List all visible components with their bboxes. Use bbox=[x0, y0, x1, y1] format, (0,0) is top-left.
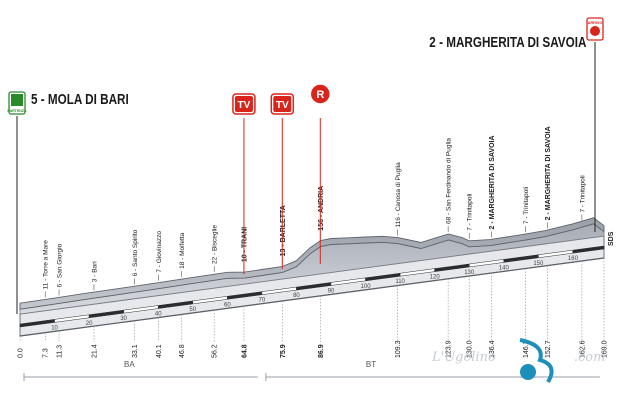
place-label: 116 - Canosa di Puglia bbox=[395, 162, 402, 228]
tv-marker-label: TV bbox=[238, 100, 251, 111]
finish-flag-text: ARRIVO bbox=[588, 21, 603, 25]
distance-label: 136.4 bbox=[489, 340, 496, 358]
place-label: 156 - ANDRIA bbox=[318, 186, 325, 231]
km-tick-label: 60 bbox=[224, 302, 231, 308]
distance-label: 152.7 bbox=[545, 340, 552, 358]
place-label: 22 - Bisceglie bbox=[212, 225, 219, 264]
tv-marker-fill bbox=[273, 96, 292, 112]
distance-label: 40.1 bbox=[156, 344, 163, 358]
province-code: BA bbox=[124, 360, 135, 369]
km-tick-label: 120 bbox=[430, 275, 441, 281]
km-tick-label: 30 bbox=[120, 316, 127, 322]
place-label: 11 - Torre a Mare bbox=[43, 240, 50, 290]
km-tick-label: 160 bbox=[568, 256, 579, 262]
province-code: BT bbox=[366, 360, 376, 369]
distance-label: 130.0 bbox=[467, 340, 474, 358]
km-tick-label: 10 bbox=[51, 325, 58, 331]
distance-label: 75.9 bbox=[280, 344, 287, 358]
place-labels: 11 - Torre a Mare 6 - San Giorgio 3 - Bari… bbox=[43, 126, 587, 289]
place-label: 18 - Molfetta bbox=[179, 232, 186, 269]
km-tick-label: 110 bbox=[395, 279, 405, 285]
place-label: 7 - Giovinazzo bbox=[156, 231, 163, 273]
distance-label: 64.8 bbox=[241, 344, 248, 358]
distance-label: 0.0 bbox=[18, 348, 25, 358]
watermark-text: L'Ugolino .com bbox=[432, 350, 605, 365]
distance-label: 21.4 bbox=[91, 344, 98, 358]
place-label: 13 - BARLETTA bbox=[280, 205, 287, 256]
finish-city-title: 2 - MARGHERITA DI SAVOIA bbox=[428, 34, 586, 51]
elevation-ridge bbox=[19, 217, 605, 310]
place-label: 68 - San Ferdinando di Puglia bbox=[446, 138, 453, 224]
distance-label: 86.9 bbox=[318, 344, 325, 358]
km-ruler bbox=[19, 245, 605, 328]
km-tick-label: 100 bbox=[361, 284, 372, 290]
km-tick-label: 20 bbox=[86, 321, 93, 327]
watermark-swoosh-icon bbox=[519, 338, 554, 384]
distance-label: 33.1 bbox=[132, 344, 139, 358]
km-tick-label: 150 bbox=[533, 261, 544, 267]
base-slab-bottom bbox=[19, 257, 605, 337]
distance-label: 146.3 bbox=[523, 340, 530, 358]
distance-label: 56.2 bbox=[212, 344, 219, 358]
tv-marker-label: TV bbox=[276, 100, 289, 111]
km-tick-label: 130 bbox=[464, 270, 475, 276]
finish-flag-icon bbox=[590, 26, 600, 36]
place-label: 6 - San Giorgio bbox=[57, 243, 64, 287]
distance-labels: 0.0 7.3 11.3 21.4 33.1 40.1 46.8 56.2 64.8 75.9 86… bbox=[18, 231, 616, 358]
km-tick-label: 50 bbox=[189, 307, 196, 313]
place-leader-lines bbox=[19, 214, 605, 342]
ruler-segment bbox=[572, 245, 605, 254]
km-tick-label: 80 bbox=[293, 293, 300, 299]
province-lines: BA BT bbox=[23, 360, 600, 381]
place-label: 7 - Trinitapoli bbox=[579, 175, 586, 212]
distance-label: 7.3 bbox=[43, 348, 50, 358]
distance-label: 46.8 bbox=[179, 344, 186, 358]
watermark-tail: .com bbox=[573, 350, 606, 365]
place-label: 10 - TRANI bbox=[241, 227, 248, 262]
place-label: 7 - Trinitapoli bbox=[523, 187, 530, 224]
ridge-band bbox=[19, 217, 605, 310]
km-tick-label: 40 bbox=[155, 312, 162, 318]
place-label: 7 - Trinitapoli bbox=[467, 194, 474, 231]
place-label: 3 - Bari bbox=[91, 261, 98, 282]
place-label: 2 - MARGHERITA DI SAVOIA bbox=[545, 126, 552, 220]
km-tick-label: 70 bbox=[259, 298, 266, 304]
place-label: 6 - Santo Spirito bbox=[132, 229, 139, 276]
distance-label: 162.6 bbox=[579, 340, 586, 358]
distance-label: 11.3 bbox=[57, 345, 64, 358]
refreshment-marker bbox=[309, 83, 332, 105]
end-label: SDS bbox=[608, 231, 615, 246]
start-finish-flags: PARTENZA ARRIVO bbox=[7, 17, 604, 384]
watermark-globe-icon bbox=[520, 364, 536, 380]
tv-marker-fill bbox=[234, 96, 253, 112]
place-label: 2 - MARGHERITA DI SAVOIA bbox=[489, 135, 496, 229]
start-flag-icon bbox=[11, 94, 23, 106]
watermark-name: L'Ugolino bbox=[432, 350, 496, 365]
start-city-title: 5 - MOLA DI BARI bbox=[31, 91, 129, 108]
distance-label: 123.9 bbox=[446, 340, 453, 358]
distance-label: 169.0 bbox=[602, 340, 609, 358]
distance-label: 109.3 bbox=[395, 340, 402, 358]
stage-markers: TV TV R bbox=[232, 83, 332, 275]
km-tick-labels: 10 20 30 40 50 60 70 80 90 100 110 120 130 140 150 160 bbox=[51, 256, 578, 331]
km-tick-label: 140 bbox=[499, 265, 510, 271]
km-tick-label: 90 bbox=[328, 288, 335, 294]
start-flag-text: PARTENZA bbox=[7, 109, 27, 113]
refreshment-label: R bbox=[316, 89, 324, 101]
